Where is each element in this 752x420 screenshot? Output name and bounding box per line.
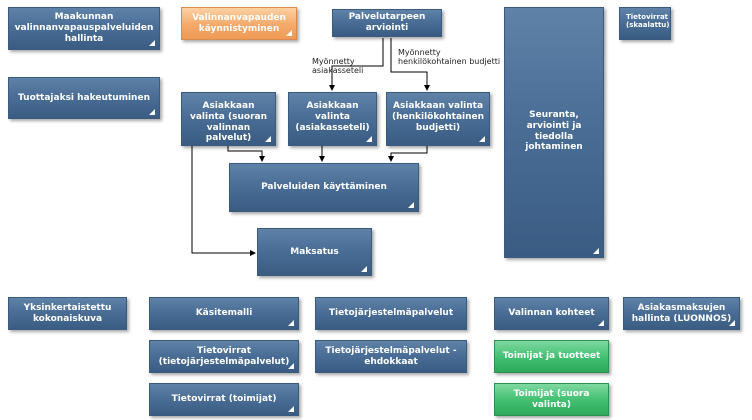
arrow-to-budjetti <box>390 38 430 91</box>
arrow-to-asiakasseteli <box>329 38 384 91</box>
box-valinta-suora-label: Asiakkaan valinta (suoran valinnan palve… <box>189 101 267 144</box>
box-tietovirrat-skaalattu[interactable]: Tietovirrat (skaalattu) <box>619 7 671 40</box>
corner-icon <box>149 109 155 115</box>
corner-icon <box>288 320 294 326</box>
corner-icon <box>408 202 414 208</box>
box-toimijat-suora[interactable]: Toimijat (suora valinta) <box>494 383 609 416</box>
corner-icon <box>598 320 604 326</box>
box-valinnan-kohteet-label: Valinnan kohteet <box>508 308 595 319</box>
box-asiakasmaksujen[interactable]: Asiakasmaksujen hallinta (LUONNOS) <box>623 297 740 330</box>
box-yksinkertaistettu[interactable]: Yksinkertaistettu kokonaiskuva <box>8 297 127 330</box>
corner-icon <box>593 248 599 254</box>
corner-icon <box>288 406 294 412</box>
box-maksatus[interactable]: Maksatus <box>257 228 372 276</box>
arrow-suora-to-kayttaminen <box>227 146 265 162</box>
box-kasitemalli[interactable]: Käsitemalli <box>149 297 299 330</box>
corner-icon <box>479 136 485 142</box>
box-kasitemalli-label: Käsitemalli <box>195 308 253 319</box>
note-budjetti: Myönnetty henkilökohtainen budjetti <box>398 48 501 67</box>
box-maksatus-label: Maksatus <box>290 246 339 257</box>
box-valinta-suora[interactable]: Asiakkaan valinta (suoran valinnan palve… <box>181 92 276 146</box>
box-tietovirrat-tj-label: Tietovirrat (tietojärjestelmäpalvelut) <box>158 345 290 367</box>
box-palveluiden-kayttaminen[interactable]: Palveluiden käyttäminen <box>229 163 419 212</box>
corner-icon <box>729 320 735 326</box>
corner-icon <box>288 363 294 369</box>
corner-icon <box>286 30 292 36</box>
box-seuranta[interactable]: Seuranta, arviointi ja tiedolla johtamin… <box>504 7 604 258</box>
box-palveluiden-kayttaminen-label: Palveluiden käyttäminen <box>261 182 387 193</box>
box-maakunnan-hallinta[interactable]: Maakunnan valinnanvapauspalveluiden hall… <box>8 7 160 50</box>
box-tietojarjestelmapalvelut[interactable]: Tietojärjestelmäpalvelut <box>315 297 467 330</box>
box-tuottajaksi[interactable]: Tuottajaksi hakeutuminen <box>8 77 160 119</box>
box-valinnan-kohteet[interactable]: Valinnan kohteet <box>494 297 609 330</box>
box-kaynnistyminen[interactable]: Valinnanvapauden käynnistyminen <box>181 7 297 40</box>
corner-icon <box>149 40 155 46</box>
box-toimijat-tuotteet[interactable]: Toimijat ja tuotteet <box>494 340 609 373</box>
box-tj-ehdokkaat-label: Tietojärjestelmäpalvelut - ehdokkaat <box>325 345 457 367</box>
box-toimijat-tuotteet-label: Toimijat ja tuotteet <box>502 351 601 362</box>
box-tuottajaksi-label: Tuottajaksi hakeutuminen <box>18 92 150 103</box>
box-toimijat-suora-label: Toimijat (suora valinta) <box>513 388 590 410</box>
box-tietovirrat-skaalattu-label: Tietovirrat (skaalattu) <box>626 13 670 30</box>
box-kaynnistyminen-label: Valinnanvapauden käynnistyminen <box>192 12 286 34</box>
corner-icon <box>361 266 367 272</box>
box-palvelutarve[interactable]: Palvelutarpeen arviointi <box>332 9 442 37</box>
box-tietojarjestelmapalvelut-label: Tietojärjestelmäpalvelut <box>328 308 454 319</box>
corner-icon <box>366 136 372 142</box>
box-yksinkertaistettu-label: Yksinkertaistettu kokonaiskuva <box>23 302 112 324</box>
corner-icon <box>265 136 271 142</box>
note-asiakasseteli: Myönnetty asiakasseteli <box>312 57 364 76</box>
box-valinta-seteli-label: Asiakkaan valinta (asiakasseteli) <box>295 101 370 133</box>
box-tj-ehdokkaat[interactable]: Tietojärjestelmäpalvelut - ehdokkaat <box>315 340 467 373</box>
arrow-budjetti-to-kayttaminen <box>388 146 428 162</box>
box-valinta-budjetti[interactable]: Asiakkaan valinta (henkilökohtainen budj… <box>386 92 490 146</box>
box-valinta-seteli[interactable]: Asiakkaan valinta (asiakasseteli) <box>288 92 377 146</box>
box-seuranta-label: Seuranta, arviointi ja tiedolla johtamin… <box>525 109 583 153</box>
box-palvelutarve-label: Palvelutarpeen arviointi <box>348 12 426 33</box>
box-tietovirrat-toimijat-label: Tietovirrat (toimijat) <box>171 394 277 405</box>
box-valinta-budjetti-label: Asiakkaan valinta (henkilökohtainen budj… <box>391 101 485 133</box>
box-maakunnan-hallinta-label: Maakunnan valinnanvapauspalveluiden hall… <box>14 12 154 44</box>
box-tietovirrat-toimijat[interactable]: Tietovirrat (toimijat) <box>149 383 299 416</box>
arrow-suora-to-maksatus <box>191 146 256 256</box>
box-tietovirrat-tj[interactable]: Tietovirrat (tietojärjestelmäpalvelut) <box>149 340 299 373</box>
box-asiakasmaksujen-label: Asiakasmaksujen hallinta (LUONNOS) <box>631 302 732 324</box>
